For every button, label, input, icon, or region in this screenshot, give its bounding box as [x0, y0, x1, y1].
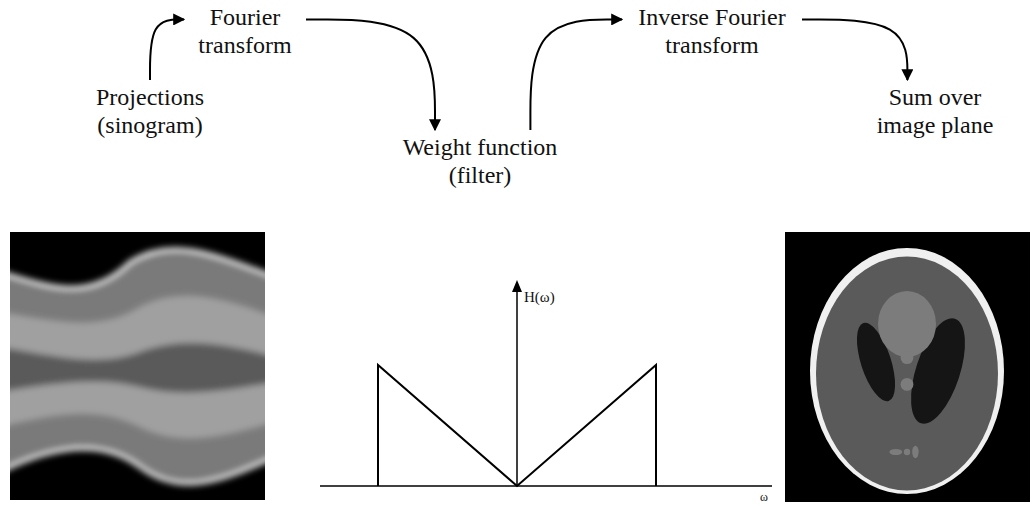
axis-label-text: ω — [760, 490, 768, 504]
phantom-ground — [785, 232, 1030, 502]
sinogram-band — [10, 249, 265, 483]
curved-arrow — [150, 19, 184, 80]
step-text: Fourier transform — [189, 4, 301, 59]
phantom-spot — [912, 446, 918, 458]
phantom-spot — [904, 449, 910, 455]
axis-arrowhead — [512, 280, 522, 292]
axis-label: H(ω) — [524, 290, 555, 305]
sinogram-edge — [10, 249, 265, 288]
sinogram-band — [10, 343, 265, 393]
phantom-spot — [889, 449, 902, 455]
sinogram-band — [10, 296, 265, 438]
phantom-image — [785, 232, 1030, 502]
step-text: Inverse Fourier transform — [627, 4, 797, 59]
phantom-skull — [810, 248, 1004, 494]
phantom-ellipse — [878, 291, 936, 357]
sinogram-edge — [10, 448, 265, 483]
step-label: Weight function (filter) — [390, 134, 570, 189]
step-label: Sum over image plane — [866, 84, 1004, 139]
step-text: Weight function (filter) — [390, 134, 570, 189]
curved-arrow — [802, 19, 907, 80]
step-label: Projections (sinogram) — [85, 84, 215, 139]
curved-arrow — [306, 19, 435, 130]
sinogram-image — [0, 232, 275, 500]
filter-plot — [320, 280, 772, 486]
phantom-brain — [816, 257, 998, 491]
step-text: Sum over image plane — [866, 84, 1004, 139]
axis-label: ω — [760, 491, 768, 503]
phantom-spot — [901, 351, 914, 364]
ramp-filter-curve — [378, 365, 656, 486]
step-text: Projections (sinogram) — [85, 84, 215, 139]
curved-arrow — [530, 19, 622, 130]
phantom-spot — [901, 378, 914, 391]
step-label: Inverse Fourier transform — [627, 4, 797, 59]
axis-label-text: H(ω) — [524, 289, 555, 305]
h-axis — [516, 288, 518, 486]
omega-axis — [320, 485, 772, 487]
step-label: Fourier transform — [189, 4, 301, 59]
